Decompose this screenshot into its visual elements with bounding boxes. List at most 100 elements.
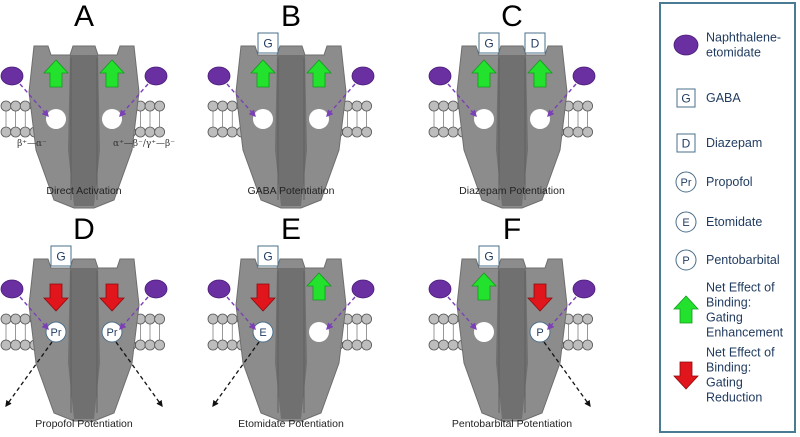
occupied-site [101,321,123,343]
lipid-head [563,126,574,138]
empty-site [46,109,66,129]
lipid-head [19,100,31,112]
circle-swatch [675,171,697,193]
lipid-head [361,100,373,112]
panel-caption: GABA Potentiation [248,185,335,197]
panel-caption: Pentobarbital Potentiation [452,418,572,430]
top-left-ligand: G [263,250,272,264]
lipid-head [447,126,459,138]
diazepam-site-box [524,32,546,54]
left-down-arrow [250,283,276,312]
empty-site [474,322,494,342]
occupied-site [45,321,67,343]
lipid-head [572,339,584,351]
lipid-head [351,100,363,112]
ligand-binding-arrow [226,296,256,331]
naphthalene-etomidate-ligand [572,66,596,86]
lipid-head [582,126,593,138]
receptor-channel [235,45,347,209]
down-arrow-swatch [673,361,699,390]
top-left-ligand: G [484,37,493,51]
box-swatch-symbol: D [682,137,691,151]
panel-caption: Etomidate Potentiation [238,418,344,430]
left-up-arrow [471,59,497,88]
displacement-arrow [543,341,591,408]
lipid-head [351,126,363,138]
panel-letter: D [73,213,95,246]
box-swatch-symbol: G [681,92,690,106]
legend-label: Binding: [706,361,751,375]
gaba-site-box [478,32,500,54]
lipid-head [207,339,219,351]
lipid-head [361,339,373,351]
left-down-arrow [43,283,69,312]
empty-site [309,109,329,129]
lipid-head [154,100,166,112]
lipid-head [134,126,146,138]
lipid-head [226,339,238,351]
lipid-head [217,100,229,112]
lipid-head [341,339,353,351]
ligand-swatch [673,34,699,56]
naphthalene-etomidate-ligand [207,66,231,86]
lipid-head [447,339,459,351]
ligand-binding-arrow [447,296,477,331]
receptor-channel [456,45,568,209]
gaba-site-box [257,245,279,267]
lipid-head [428,339,440,351]
legend-item: Naphthalene-etomidate [673,31,781,60]
occupied-site [252,321,274,343]
lipid-head [0,100,12,112]
ligand-binding-arrow [19,296,49,331]
ligand-binding-arrow [326,296,356,331]
lipid-head [428,100,440,112]
legend-label: Pentobarbital [706,253,780,267]
lipid-head [563,339,574,351]
panel-caption: Propofol Potentiation [35,418,133,430]
lipid-head [134,339,146,351]
displacement-arrow [212,341,260,408]
circle-swatch-symbol: P [682,255,689,267]
site-ligand: Pr [107,327,118,339]
left-up-arrow [250,59,276,88]
naphthalene-etomidate-ligand [0,279,24,299]
circle-swatch-symbol: E [682,217,689,229]
lipid-head [154,126,166,138]
lipid-head [207,100,219,112]
legend-label: Binding: [706,296,751,310]
panel-letter: F [503,213,521,246]
panel-a: Aβ⁺—α⁻α⁺—β⁻/γ⁺—β⁻Direct Activation [0,0,175,209]
site-ligand: P [536,327,543,339]
empty-site [474,109,494,129]
occupied-site [529,321,551,343]
right-up-arrow [306,272,332,301]
receptor-pore [496,55,528,206]
legend-label: Reduction [706,391,762,405]
lipid-head [19,313,31,325]
legend-label: Naphthalene- [706,31,781,45]
lipid-head [217,313,229,325]
lipid-head [226,126,238,138]
up-arrow-swatch [673,295,699,324]
lipid-head [447,313,459,325]
lipid-head [19,126,31,138]
empty-site [253,109,273,129]
panel-letter: B [281,0,301,33]
ligand-binding-arrow [447,83,477,118]
displacement-arrow [115,341,163,408]
lipid-head [217,339,229,351]
right-down-arrow [527,283,553,312]
lipid-head [10,313,22,325]
receptor-channel [28,258,140,422]
legend-item: P Pentobarbital [675,249,780,271]
lipid-head [217,126,229,138]
panel-b: BG GABA Potentiation [207,0,375,209]
top-left-ligand: G [263,37,272,51]
naphthalene-etomidate-ligand [572,279,596,299]
lipid-head [144,313,156,325]
